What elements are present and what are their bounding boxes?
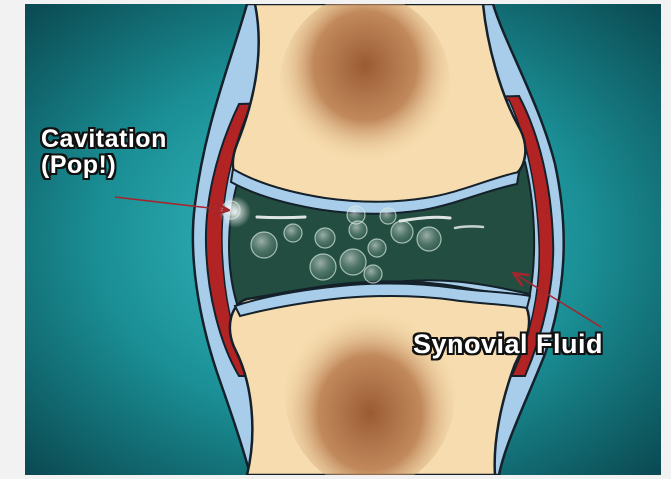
fluid-highlight [257, 217, 305, 218]
bubble [391, 221, 413, 243]
bubble [349, 221, 367, 239]
bubble [364, 265, 382, 283]
bubble [315, 228, 335, 248]
cavitation-label-line2: (Pop!) [41, 152, 167, 178]
synovial-fluid-label: Synovial Fluid [413, 330, 603, 358]
bubble [380, 208, 396, 224]
joint-illustration: Cavitation (Pop!) Synovial Fluid [25, 4, 661, 475]
cavitation-label: Cavitation (Pop!) [41, 126, 167, 179]
joint-diagram [25, 4, 661, 475]
bubble [284, 224, 302, 242]
bubble [310, 254, 336, 280]
bubble [340, 249, 366, 275]
bubble [251, 232, 277, 258]
bubble [368, 239, 386, 257]
bubble [417, 227, 441, 251]
cavitation-label-line1: Cavitation [41, 126, 167, 152]
